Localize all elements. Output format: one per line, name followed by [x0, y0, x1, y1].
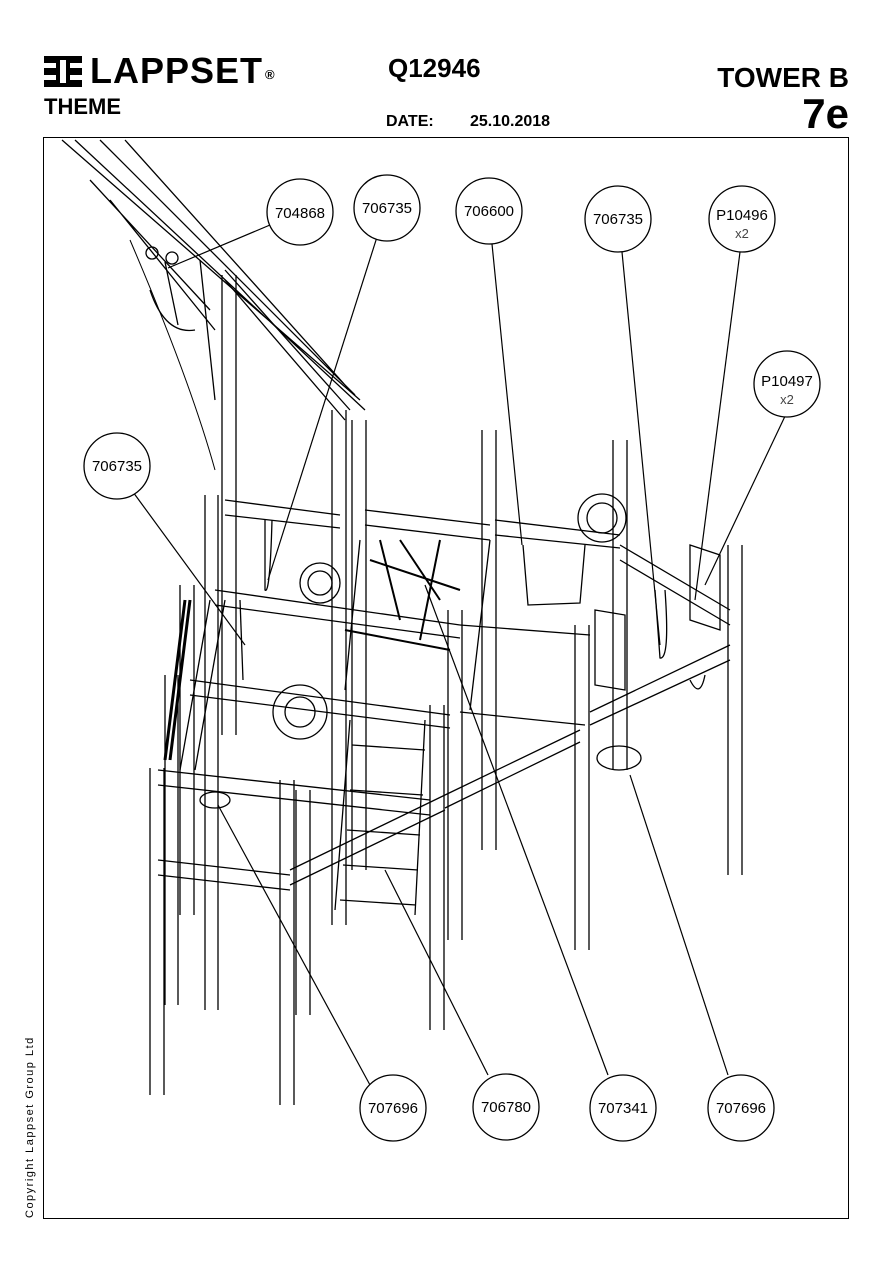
svg-text:P10496: P10496	[716, 207, 768, 224]
tower-structure	[61, 139, 743, 1105]
svg-text:704868: 704868	[275, 205, 325, 222]
registered-mark: ®	[265, 67, 276, 82]
callout-706735-b: 706735	[584, 185, 652, 253]
svg-text:707696: 707696	[716, 1100, 766, 1117]
svg-text:706780: 706780	[481, 1099, 531, 1116]
callout-707696-b: 707696	[707, 1074, 775, 1142]
callout-706600: 706600	[455, 177, 523, 245]
svg-text:x2: x2	[780, 392, 794, 407]
svg-text:706600: 706600	[464, 203, 514, 220]
svg-text:707341: 707341	[598, 1100, 648, 1117]
date-label: DATE:	[386, 113, 434, 130]
callout-707341: 707341	[589, 1074, 657, 1142]
callout-706735-c: 706735	[83, 432, 151, 500]
svg-text:706735: 706735	[92, 458, 142, 475]
svg-text:x2: x2	[735, 226, 749, 241]
callout-p10496: P10496 x2	[708, 185, 776, 253]
callout-706780: 706780	[472, 1073, 540, 1141]
date-value: 25.10.2018	[470, 113, 551, 130]
callout-706735-a: 706735	[353, 174, 421, 242]
brand-name: LAPPSET®	[90, 50, 276, 91]
copyright-notice: Copyright Lappset Group Ltd	[24, 1036, 36, 1218]
page-number: 7e	[802, 90, 849, 137]
leader-lines	[132, 224, 788, 1086]
callout-p10497: P10497 x2	[753, 350, 821, 418]
callout-704868: 704868	[266, 178, 334, 246]
svg-text:707696: 707696	[368, 1100, 418, 1117]
svg-text:P10497: P10497	[761, 373, 813, 390]
lappset-logo-icon	[44, 56, 82, 87]
page-title: TOWER B	[717, 62, 849, 93]
callout-707696-a: 707696	[359, 1074, 427, 1142]
svg-text:706735: 706735	[362, 200, 412, 217]
drawing-frame	[43, 137, 849, 1219]
svg-text:706735: 706735	[593, 211, 643, 228]
theme-label: THEME	[44, 94, 121, 119]
product-code: Q12946	[388, 53, 481, 83]
